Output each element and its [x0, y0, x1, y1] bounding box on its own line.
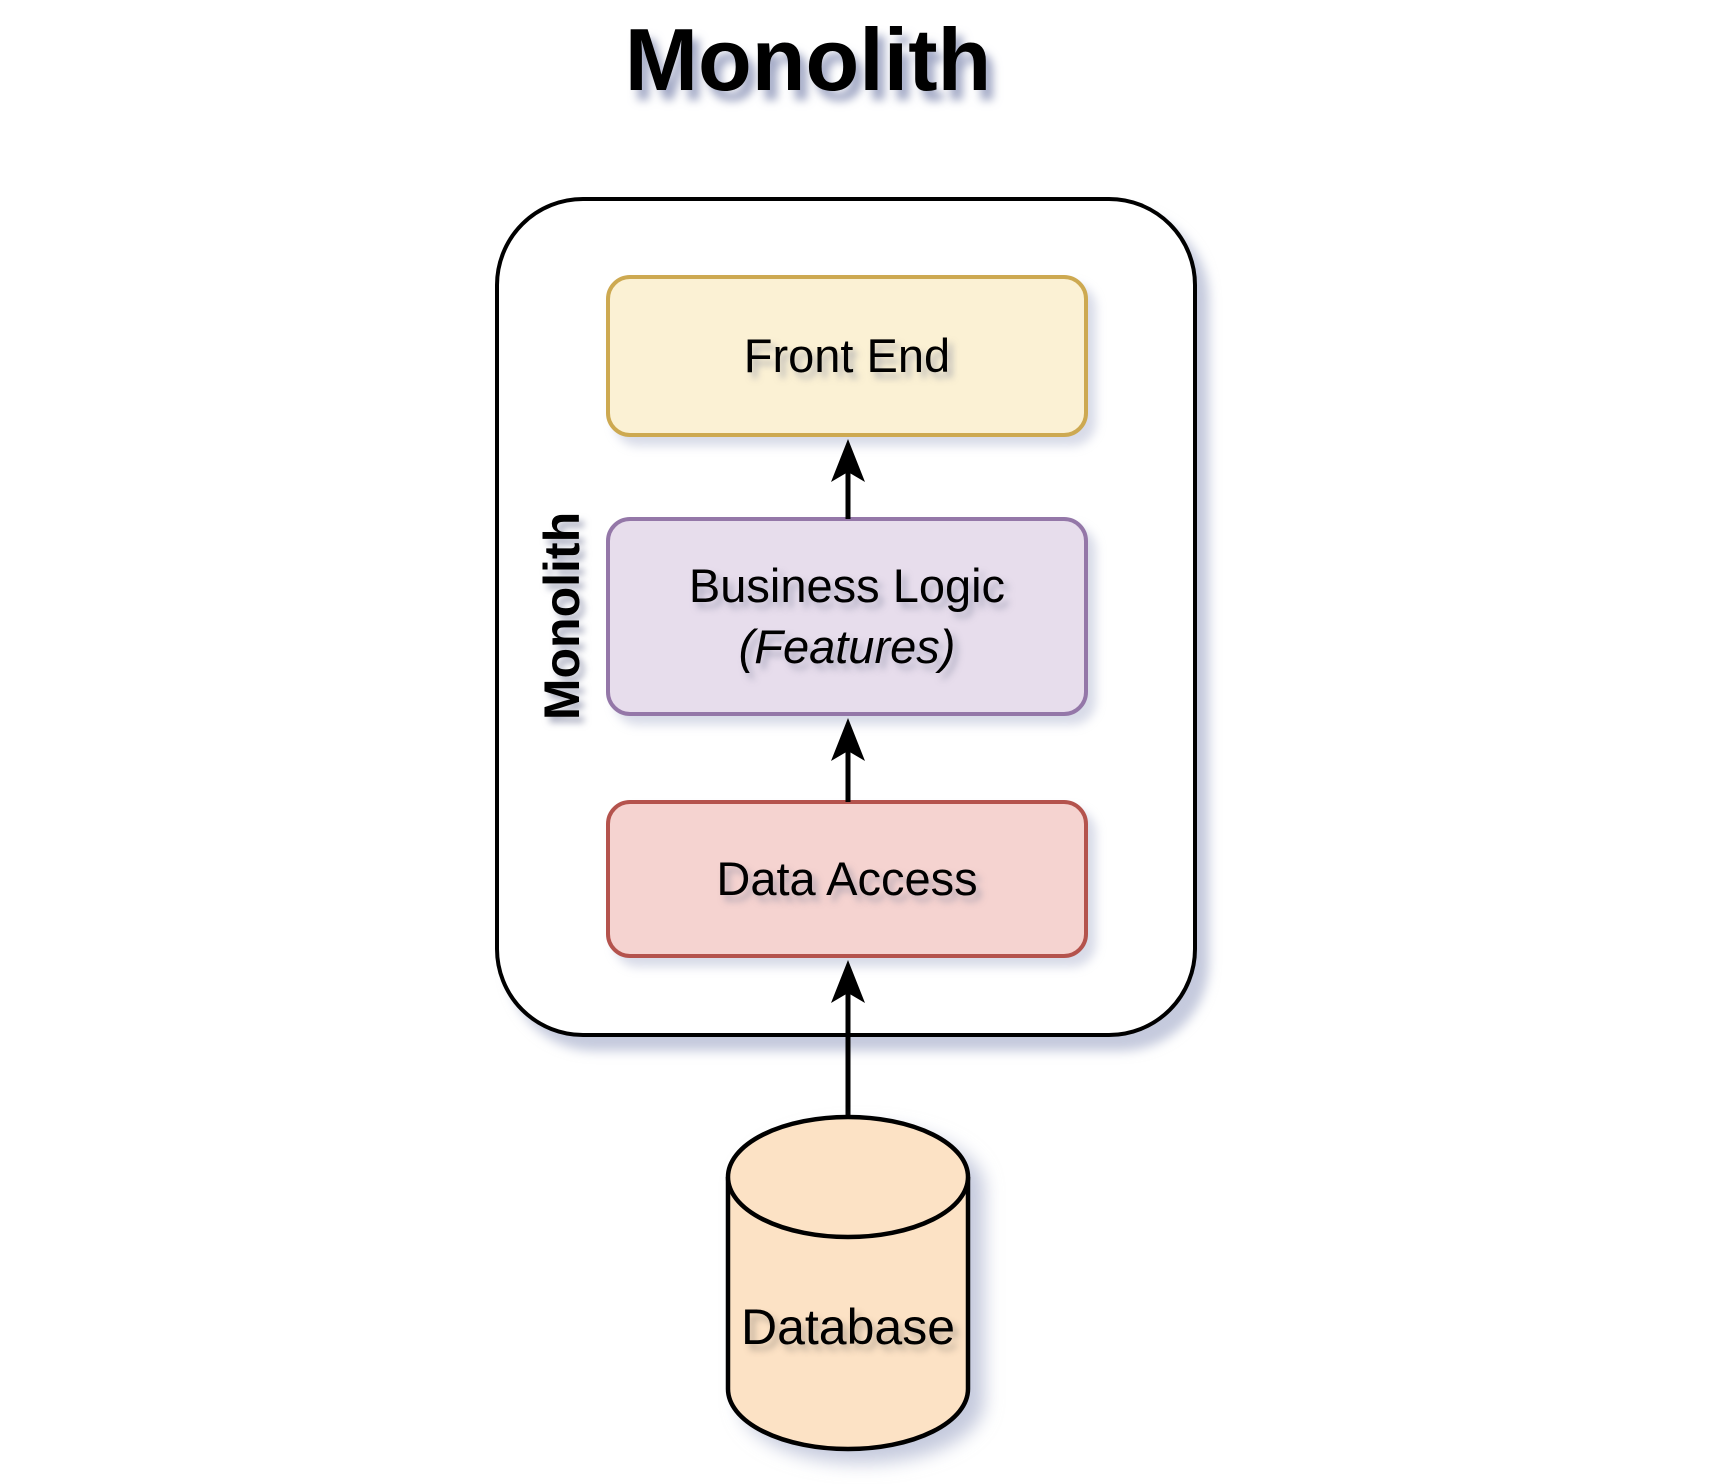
- business-logic-label: Business Logic: [688, 559, 1006, 613]
- diagram-title: Monolith: [624, 10, 992, 109]
- data-access-box: Data Access: [606, 800, 1088, 958]
- data-access-label: Data Access: [716, 851, 978, 905]
- database-cylinder-top: [725, 1114, 971, 1240]
- database-cylinder: [725, 1114, 971, 1452]
- business-logic-box: Business Logic (Features): [606, 517, 1088, 716]
- front-end-label: Front End: [743, 328, 951, 382]
- arrow-up-database-to-data-access-icon: [831, 960, 865, 1122]
- front-end-box: Front End: [606, 275, 1088, 437]
- business-logic-sublabel: (Features): [738, 619, 956, 673]
- arrow-up-data-access-to-business-logic-icon: [831, 718, 865, 802]
- database-cylinder-body: [725, 1177, 971, 1452]
- arrow-up-business-logic-to-front-end-icon: [831, 439, 865, 519]
- database-label: Database: [740, 1299, 956, 1355]
- monolith-container-label: Monolith: [534, 511, 590, 721]
